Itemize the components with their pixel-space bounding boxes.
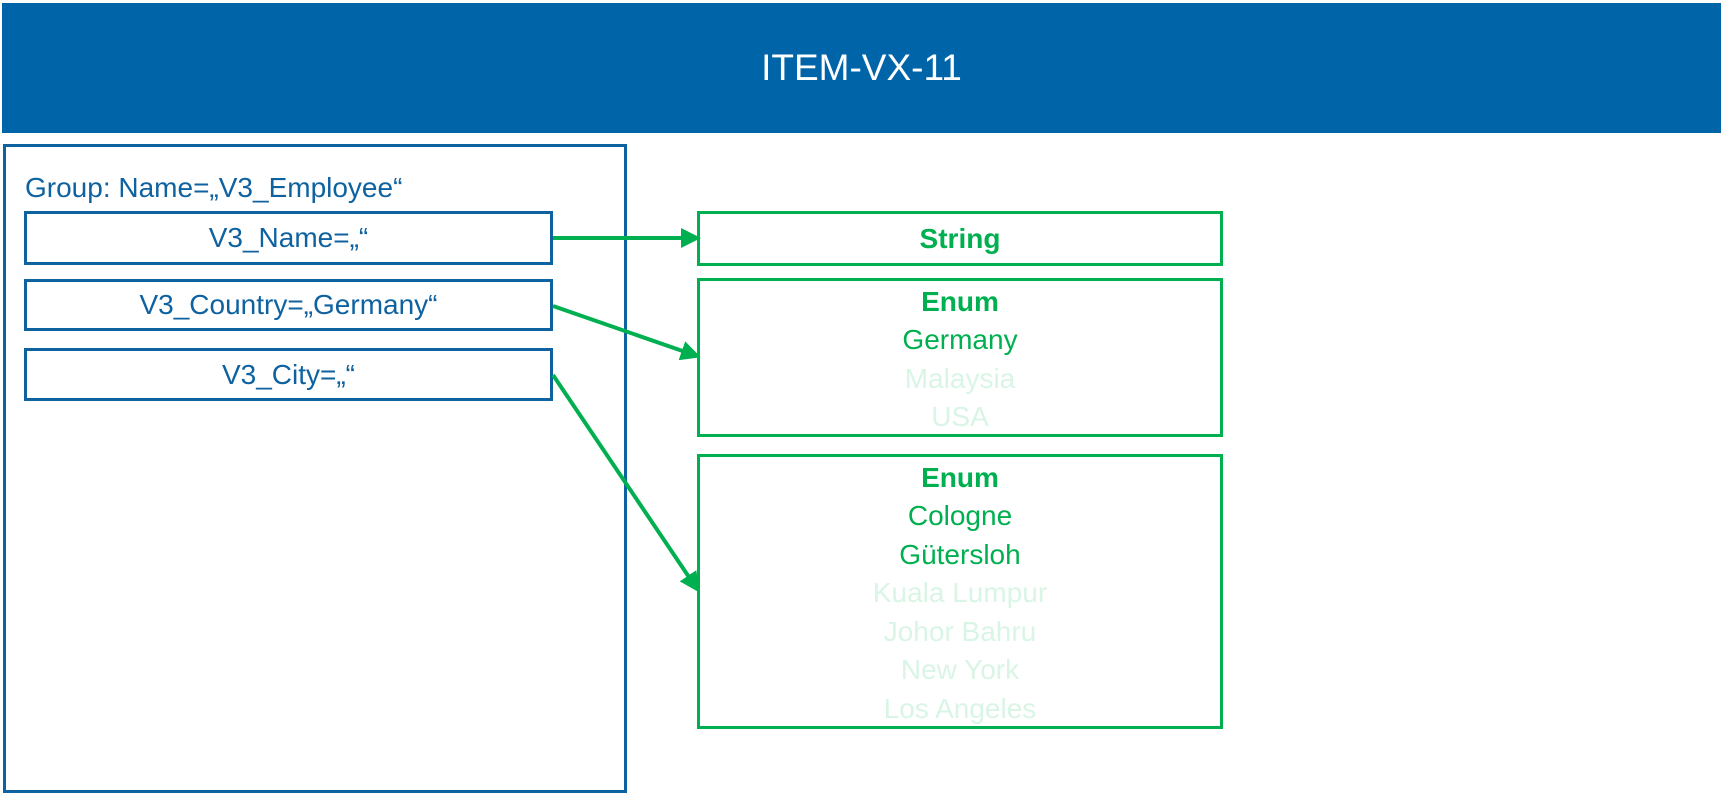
enum-option: Los Angeles	[883, 692, 1037, 724]
field-v3-city: V3_City=„“	[24, 348, 553, 401]
type-box-string: String	[697, 211, 1223, 266]
enum-option: Gütersloh	[899, 538, 1021, 570]
group-label: Group: Name=„V3_Employee“	[25, 172, 403, 203]
field-v3-country-text: V3_Country=„Germany“	[139, 289, 438, 320]
field-v3-city-text: V3_City=„“	[221, 358, 356, 390]
field-v3-country: V3_Country=„Germany“	[24, 279, 553, 331]
enum-option: USA	[931, 401, 989, 432]
enum-option: Germany	[902, 324, 1018, 355]
header-bar: ITEM-VX-11	[2, 3, 1721, 133]
field-v3-name: V3_Name=„“	[24, 211, 553, 265]
enum-option: Kuala Lumpur	[872, 577, 1048, 608]
enum-option: Malaysia	[904, 362, 1016, 394]
enum-option: New York	[900, 654, 1020, 685]
enum-option: Cologne	[907, 500, 1013, 531]
page-title: ITEM-VX-11	[761, 47, 962, 88]
type-label-country-enum: Enum	[921, 286, 999, 317]
type-label-string: String	[919, 222, 1001, 254]
field-v3-name-text: V3_Name=„“	[208, 222, 369, 253]
enum-option: Johor Bahru	[883, 615, 1037, 647]
type-label-city-enum: Enum	[921, 462, 999, 493]
